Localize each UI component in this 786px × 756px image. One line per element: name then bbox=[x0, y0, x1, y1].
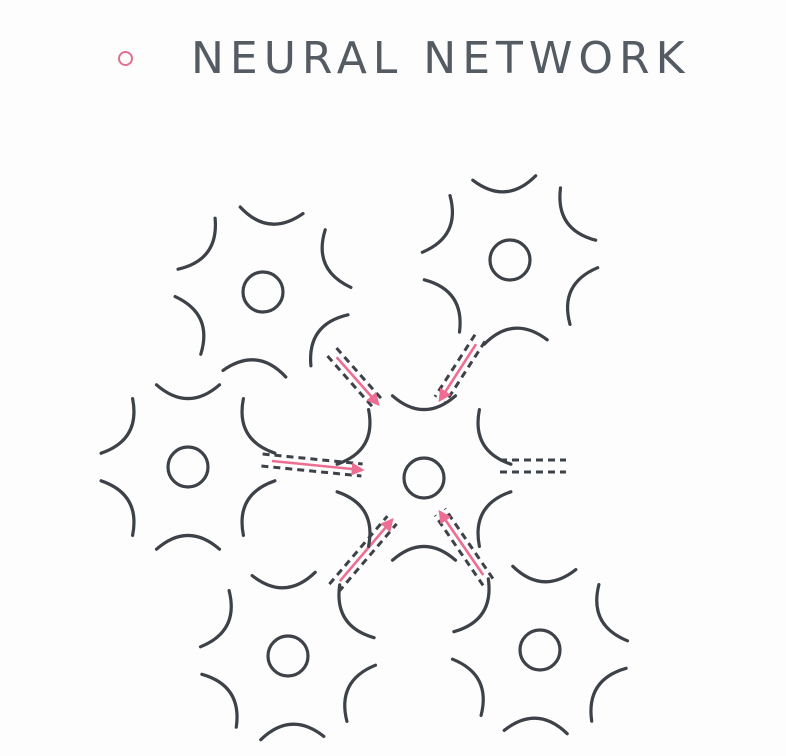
neuron-membrane-segment bbox=[420, 194, 455, 254]
neuron-membrane-segment bbox=[259, 722, 326, 742]
neuron-membrane-segment bbox=[200, 672, 239, 729]
axon-dashed-line bbox=[433, 333, 477, 398]
neuron-membrane-segment bbox=[343, 663, 378, 723]
connection-top-right bbox=[433, 333, 487, 405]
title-row: NEURAL NETWORK bbox=[118, 26, 690, 90]
neuron-membrane-segment bbox=[335, 408, 372, 466]
axon-dashed-line bbox=[443, 340, 487, 405]
neuron-membrane-segment bbox=[390, 394, 458, 412]
axon-dashed-line bbox=[262, 452, 363, 466]
neuron-membrane-segment bbox=[221, 358, 288, 379]
neuron-bottom-left bbox=[198, 570, 378, 742]
neuron-nucleus bbox=[241, 270, 285, 314]
neuron-membrane-segment bbox=[154, 533, 222, 551]
neuron-membrane-segment bbox=[595, 583, 630, 643]
neuron-middle-left bbox=[99, 383, 277, 551]
signal-arrow bbox=[335, 356, 380, 406]
neuron-membrane-segment bbox=[240, 397, 277, 455]
neuron-membrane-segment bbox=[335, 490, 372, 548]
neuron-nucleus bbox=[488, 238, 532, 282]
neuron-nucleus bbox=[402, 456, 446, 500]
neuron-membrane-segment bbox=[99, 479, 136, 537]
neuron-bottom-right bbox=[450, 564, 630, 736]
neuron-membrane-segment bbox=[511, 564, 578, 584]
connection-middle-left bbox=[261, 452, 365, 478]
neuron-membrane-segment bbox=[320, 228, 353, 289]
neuron-nucleus bbox=[518, 628, 562, 672]
neuron-membrane-segment bbox=[176, 216, 217, 271]
neuron-membrane-segment bbox=[337, 583, 376, 640]
neuron-membrane-segment bbox=[476, 490, 513, 548]
neuron-membrane-segment bbox=[502, 716, 569, 736]
neuron-membrane-segment bbox=[422, 278, 462, 334]
neuron-membrane-segment bbox=[558, 186, 598, 242]
neuron-membrane-segment bbox=[154, 383, 222, 401]
neuron-membrane-segment bbox=[250, 570, 317, 590]
slide-title: NEURAL NETWORK bbox=[191, 32, 691, 84]
neuron-nucleus bbox=[266, 634, 310, 678]
neuron-membrane-segment bbox=[238, 205, 305, 226]
neuron-membrane-segment bbox=[240, 479, 277, 537]
axon-dashed-line bbox=[326, 355, 375, 409]
neuron-membrane-segment bbox=[99, 397, 136, 455]
neuron-membrane-segment bbox=[589, 666, 628, 723]
neuron-membrane-segment bbox=[450, 657, 485, 717]
neuron-membrane-segment bbox=[476, 408, 513, 466]
neuron-membrane-segment bbox=[452, 577, 491, 634]
neuron-nucleus bbox=[166, 445, 210, 489]
bullet-circle-icon bbox=[118, 50, 133, 66]
neuron-membrane-segment bbox=[471, 174, 538, 194]
neuron-membrane-segment bbox=[173, 295, 206, 356]
neuron-membrane-segment bbox=[565, 266, 600, 326]
neuron-top-right bbox=[420, 174, 600, 346]
axon-dashed-line bbox=[261, 464, 362, 478]
neuron-membrane-segment bbox=[198, 589, 233, 649]
neuron-membrane-segment bbox=[390, 544, 458, 562]
signal-arrow bbox=[438, 343, 478, 403]
neuron-membrane-segment bbox=[309, 313, 350, 368]
axon-dashed-line bbox=[328, 515, 389, 586]
connection-bottom-right bbox=[433, 507, 495, 587]
connection-right-outgoing bbox=[500, 458, 566, 474]
neuron-center bbox=[335, 394, 513, 562]
signal-arrow bbox=[271, 459, 365, 476]
signal-arrow bbox=[438, 509, 485, 576]
axon-dashed-line bbox=[337, 522, 398, 593]
connection-bottom-left bbox=[328, 515, 398, 593]
neuron-top-left bbox=[173, 205, 353, 379]
axon-dashed-line bbox=[433, 514, 485, 587]
connection-top-left bbox=[326, 347, 384, 409]
neuron-membrane-segment bbox=[482, 326, 549, 346]
signal-arrow bbox=[338, 518, 394, 583]
axon-dashed-line bbox=[443, 507, 495, 580]
